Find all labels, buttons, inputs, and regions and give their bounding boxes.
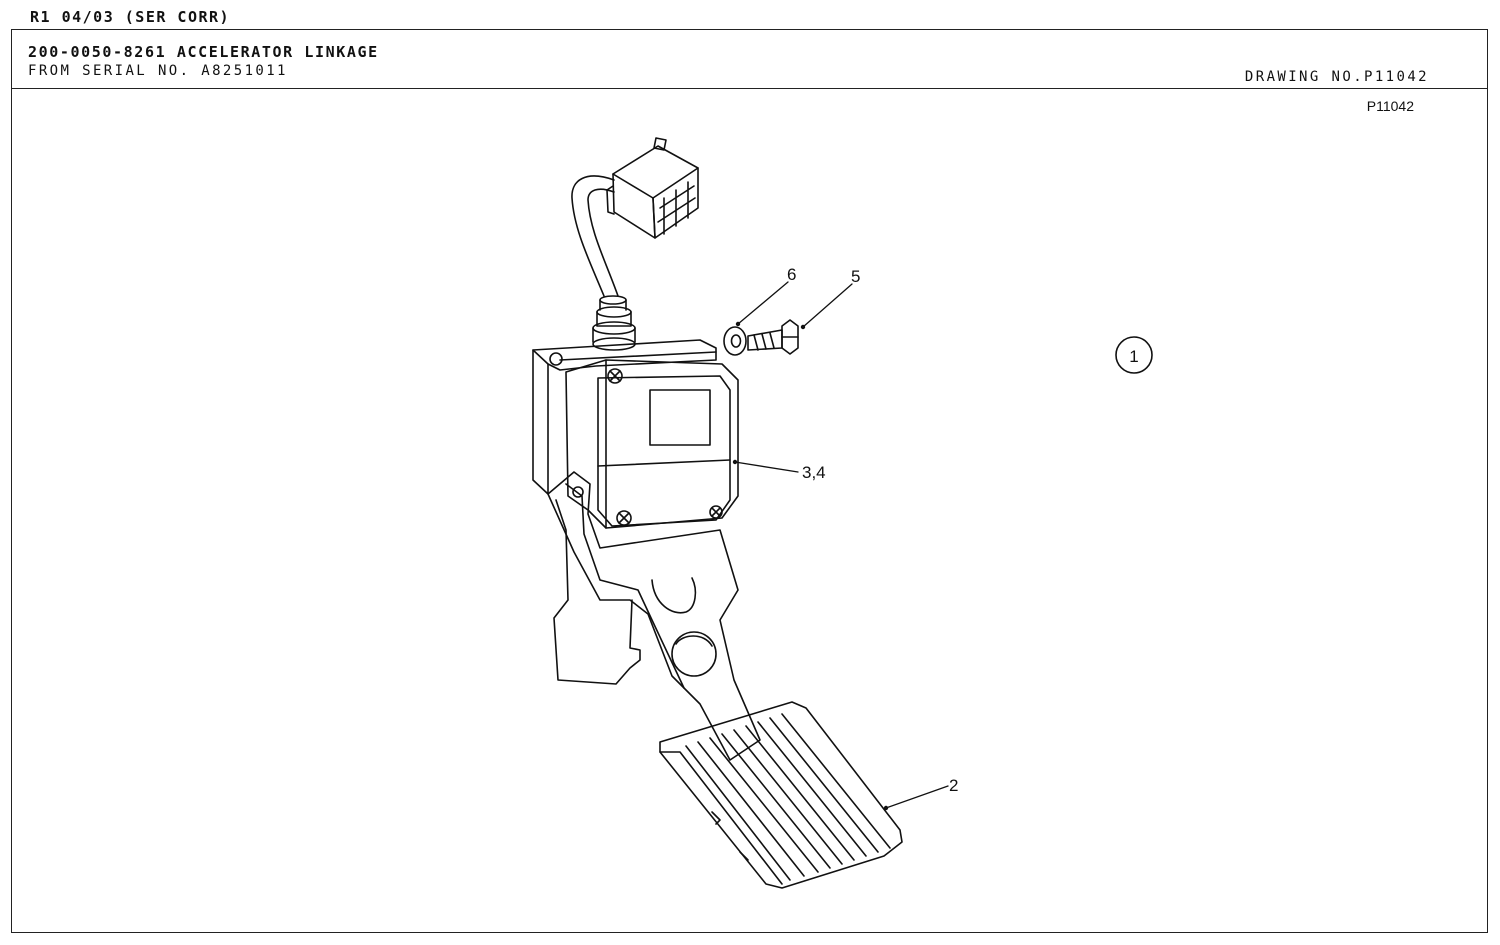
leader-dots [732, 321, 889, 811]
serial-range: FROM SERIAL NO. A8251011 [28, 63, 288, 79]
revision-label: R1 04/03 (SER CORR) [30, 8, 231, 26]
callout-bolt: 5 [851, 267, 860, 286]
bolt-part [747, 319, 799, 355]
pedal-pad [659, 701, 903, 889]
drawing-frame: 200-0050-8261 ACCELERATOR LINKAGE FROM S… [11, 29, 1488, 933]
leader-lines [734, 281, 949, 809]
wire-connector [606, 137, 699, 239]
callout-pedal: 2 [949, 776, 958, 795]
callout-washer: 6 [787, 265, 796, 284]
title-block: 200-0050-8261 ACCELERATOR LINKAGE FROM S… [12, 30, 1487, 89]
sensor-housing [565, 359, 739, 529]
assembly-callout: 1 [1129, 347, 1138, 366]
pedal-arm [547, 471, 761, 761]
drawing-code: P11042 [1366, 98, 1414, 114]
cable-grommet [592, 295, 636, 351]
callout-sensor: 3,4 [802, 463, 826, 482]
drawing-number: DRAWING NO.P11042 [1244, 69, 1429, 85]
washer-part [723, 326, 747, 356]
assembly-callout-circle [1115, 336, 1153, 374]
wire-harness [571, 175, 619, 297]
drawing-title: 200-0050-8261 ACCELERATOR LINKAGE [28, 43, 379, 61]
mounting-bracket [532, 339, 717, 495]
